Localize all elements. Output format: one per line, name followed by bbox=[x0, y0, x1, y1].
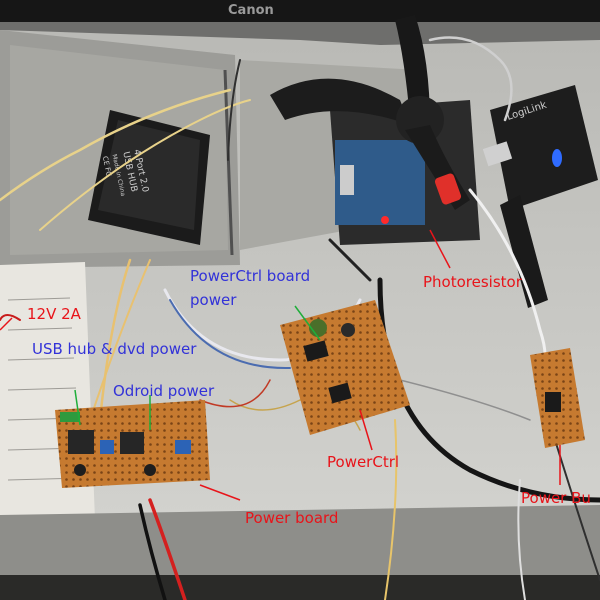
label-odroid-power: Odroid power bbox=[113, 382, 215, 400]
label-photoresistor: Photoresistor bbox=[423, 273, 522, 291]
label-powerctrl-board-power-line1: PowerCtrl board bbox=[190, 267, 311, 285]
pointer-powerctrl bbox=[359, 409, 373, 451]
shadow-area bbox=[0, 22, 600, 45]
annotation-pointers bbox=[0, 229, 561, 501]
bottom-edge bbox=[0, 575, 600, 600]
label-powerctrl-board-power-line2: power bbox=[190, 291, 237, 309]
status-led bbox=[381, 216, 389, 224]
power-bu-pcb bbox=[530, 348, 585, 448]
logilink-usb-adapter: LogiLink bbox=[482, 85, 598, 210]
odroid-board bbox=[330, 100, 480, 245]
pointer-powerctrl-board-power bbox=[294, 305, 321, 341]
usb-blue-led bbox=[552, 149, 562, 167]
brand-text: Canon bbox=[228, 3, 274, 18]
antenna bbox=[500, 195, 548, 308]
pointer-power-board bbox=[199, 484, 241, 501]
powerctrl-pcb bbox=[280, 300, 410, 435]
label-power-board: Power board bbox=[245, 509, 339, 527]
photoresistor-part bbox=[434, 173, 462, 205]
label-usb-hub-dvd-power: USB hub & dvd power bbox=[32, 340, 197, 358]
label-12v-2a: 12V 2A bbox=[27, 305, 81, 323]
pointer-photoresistor bbox=[429, 229, 451, 269]
pointer-12v bbox=[0, 317, 13, 331]
pointer-usb-hub-dvd-power bbox=[74, 389, 81, 426]
usb-hub: 4 Port 2.0 USB HUB Made in China CE FC bbox=[88, 110, 210, 245]
label-powerctrl: PowerCtrl bbox=[327, 453, 400, 471]
dvd-drive-edge bbox=[223, 69, 234, 256]
power-board-pcb bbox=[55, 400, 210, 488]
monitor-bezel bbox=[0, 0, 600, 22]
label-power-bu: Power Bu bbox=[521, 489, 591, 507]
